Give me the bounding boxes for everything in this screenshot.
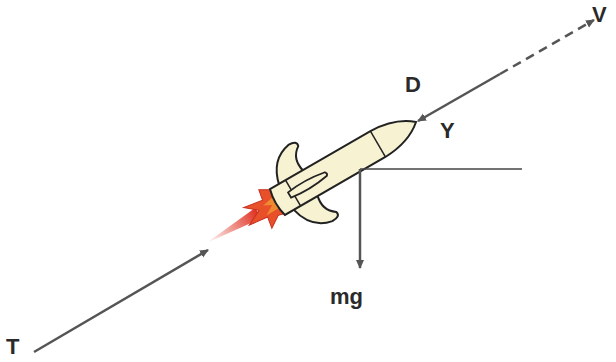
gravity-arrow [359, 169, 362, 268]
horizontal-reference [360, 168, 522, 170]
drag-label: D [405, 74, 421, 96]
angle-label: Y [440, 120, 455, 142]
thrust-arrow [34, 250, 208, 352]
drag-arrow [418, 74, 500, 121]
velocity-label: V [592, 4, 607, 26]
weight-label: mg [330, 286, 363, 308]
rocket [184, 84, 438, 281]
thrust-label: T [6, 336, 19, 358]
velocity-arrow [500, 20, 594, 74]
